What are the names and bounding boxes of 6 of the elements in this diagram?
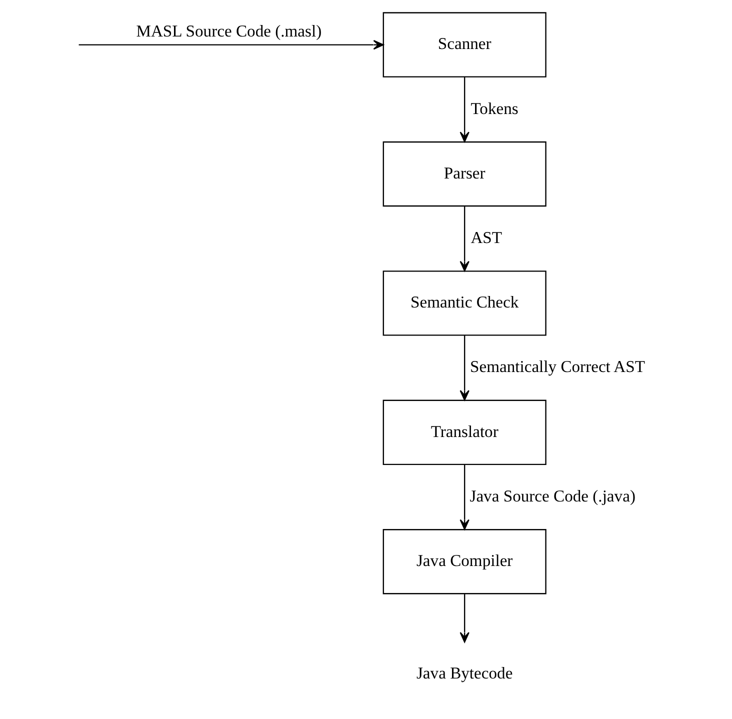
node-text: Java Bytecode bbox=[416, 664, 513, 683]
edge-label: Semantically Correct AST bbox=[470, 357, 645, 376]
edge-label: Java Source Code (.java) bbox=[470, 486, 636, 506]
edge-label: MASL Source Code (.masl) bbox=[136, 22, 322, 41]
edge-label: Tokens bbox=[470, 98, 518, 118]
edge-label: AST bbox=[470, 228, 502, 247]
